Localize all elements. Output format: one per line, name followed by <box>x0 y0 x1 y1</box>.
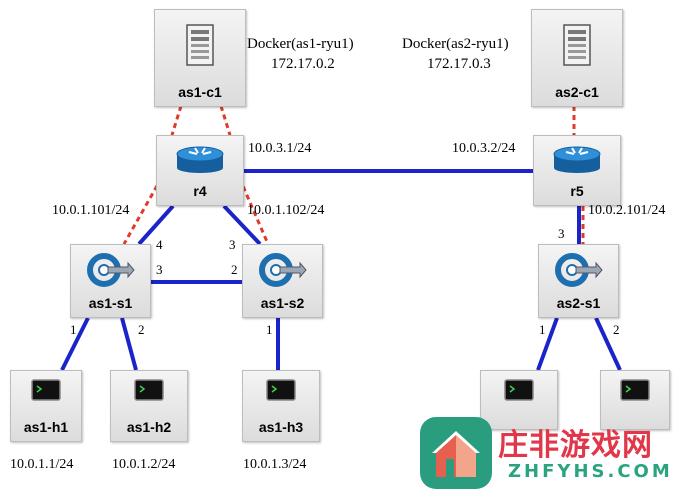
port-s2-r4: 3 <box>229 237 236 252</box>
node-as2-h2[interactable] <box>600 370 670 430</box>
node-label: as1-h3 <box>258 419 304 435</box>
controller-1-name: Docker(as1-ryu1) <box>247 36 354 52</box>
node-as1-h2[interactable]: as1-h2 <box>110 370 188 442</box>
host-ip-h1: 10.0.1.1/24 <box>10 457 74 472</box>
link-as2s1-h2 <box>594 317 622 371</box>
host-ip-h2: 10.0.1.2/24 <box>112 457 176 472</box>
controller-1-ip: 172.17.0.2 <box>271 56 335 72</box>
house-logo-icon <box>420 417 492 489</box>
port-as2s1-h1: 1 <box>539 322 546 337</box>
node-label: r4 <box>193 183 207 199</box>
node-label: as2-s1 <box>556 295 601 311</box>
ctl-link-as1c1-r4-right <box>219 105 232 136</box>
port-as2s1-h2: 2 <box>613 322 620 337</box>
router-icon <box>176 146 224 173</box>
watermark-title: 庄非游戏网 <box>498 428 653 463</box>
link-r4-as1s2 <box>222 204 262 246</box>
ip-label-r5-s1: 10.0.2.101/24 <box>588 203 666 218</box>
port-s1-r4: 4 <box>156 237 163 252</box>
node-as1-h3[interactable]: as1-h3 <box>242 370 320 442</box>
node-as1-c1[interactable]: as1-c1 <box>154 9 246 107</box>
ctl-link-as1c1-r4-left <box>170 105 183 136</box>
node-as2-s1[interactable]: as2-s1 <box>538 244 619 318</box>
port-s2-h3: 1 <box>266 322 273 337</box>
terminal-icon <box>134 379 164 401</box>
node-r4[interactable]: r4 <box>156 135 244 206</box>
node-label: as2-c1 <box>555 84 599 100</box>
node-label: r5 <box>570 183 584 199</box>
ip-label-r4-s1: 10.0.1.101/24 <box>52 203 130 218</box>
link-as2s1-h1 <box>536 317 559 371</box>
node-as2-h1[interactable] <box>480 370 558 430</box>
terminal-icon <box>31 379 61 401</box>
switch-icon <box>86 253 135 287</box>
port-s2-s1: 2 <box>231 262 238 277</box>
controller-2-ip: 172.17.0.3 <box>427 56 491 72</box>
switch-icon <box>258 253 307 287</box>
node-r5[interactable]: r5 <box>533 135 621 206</box>
node-label: as1-h2 <box>126 419 172 435</box>
ip-label-r4-s2: 10.0.1.102/24 <box>247 203 325 218</box>
node-label: as1-h1 <box>23 419 69 435</box>
port-as2s1-r5: 3 <box>558 226 565 241</box>
controller-2-name: Docker(as2-ryu1) <box>402 36 509 52</box>
terminal-icon <box>266 379 296 401</box>
host-ip-h3: 10.0.1.3/24 <box>243 457 307 472</box>
switch-icon <box>554 253 603 287</box>
server-icon <box>563 24 591 66</box>
link-as1s1-h1 <box>60 317 90 371</box>
node-label: as1-s2 <box>260 295 305 311</box>
ip-label-r5-west: 10.0.3.2/24 <box>452 141 516 156</box>
port-s1-s2: 3 <box>156 262 163 277</box>
link-r4-as1s1 <box>137 204 175 246</box>
node-as2-c1[interactable]: as2-c1 <box>531 9 623 107</box>
node-as1-h1[interactable]: as1-h1 <box>10 370 82 442</box>
ip-label-r4-east: 10.0.3.1/24 <box>248 141 312 156</box>
link-as1s1-h2 <box>120 317 138 371</box>
terminal-icon <box>620 379 650 401</box>
port-s1-h1: 1 <box>70 322 77 337</box>
router-icon <box>553 146 601 173</box>
terminal-icon <box>504 379 534 401</box>
node-as1-s2[interactable]: as1-s2 <box>242 244 323 318</box>
port-s1-h2: 2 <box>138 322 145 337</box>
server-icon <box>186 24 214 66</box>
node-label: as1-s1 <box>88 295 133 311</box>
watermark-subtitle: ZHFYHS.COM <box>508 461 673 482</box>
node-as1-s1[interactable]: as1-s1 <box>70 244 151 318</box>
node-label: as1-c1 <box>178 84 222 100</box>
